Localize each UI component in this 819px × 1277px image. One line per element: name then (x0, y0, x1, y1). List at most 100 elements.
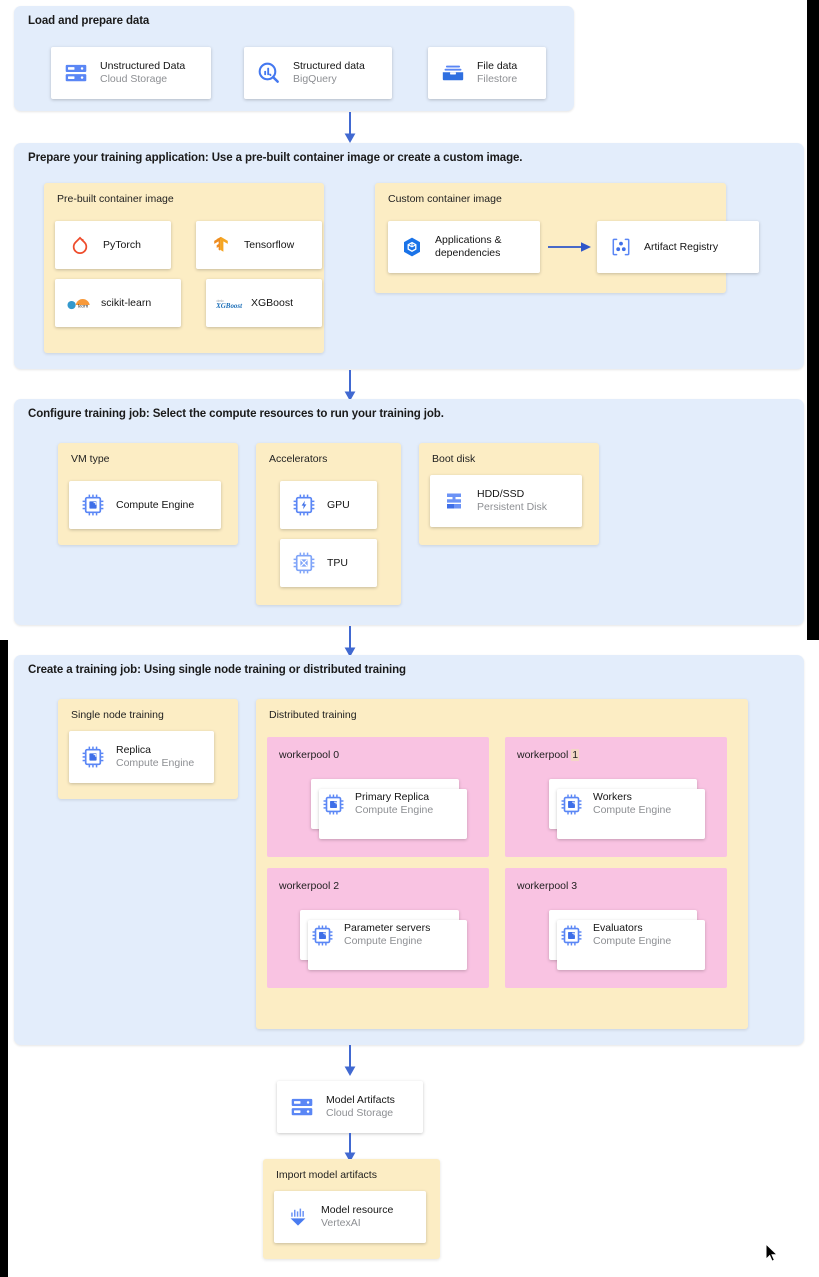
card-title: Applications & dependencies (435, 234, 502, 259)
stage-prepare-training-application: Prepare your training application: Use a… (14, 143, 804, 369)
flow-arrow-5 (340, 1133, 360, 1168)
card-title: Compute Engine (116, 499, 195, 511)
group-distributed-training: Distributed training workerpool 0 (256, 699, 748, 1029)
cpu-chip-icon (81, 493, 105, 517)
card-subtitle: Compute Engine (116, 757, 195, 769)
card-subtitle: Compute Engine (344, 935, 423, 947)
card-subtitle: Compute Engine (355, 804, 434, 816)
group-boot-disk: Boot disk HDD/SSD Persistent Disk (419, 443, 599, 545)
card-title: Artifact Registry (644, 241, 719, 253)
group-title: Boot disk (432, 453, 476, 465)
page-gutter-left (0, 640, 8, 1277)
cpu-chip-icon (311, 924, 334, 947)
card-artifact-registry[interactable]: Artifact Registry (597, 221, 759, 273)
card-subtitle: Compute Engine (593, 935, 672, 947)
svg-text:XGBoost: XGBoost (215, 302, 243, 310)
filestore-icon (440, 60, 466, 86)
card-title: XGBoost (251, 297, 294, 309)
stage-title: Prepare your training application: Use a… (28, 152, 523, 164)
card-subtitle: Compute Engine (593, 804, 672, 816)
pool-workerpool-0: workerpool 0 (267, 737, 489, 857)
group-single-node-training: Single node training Replica Comp (58, 699, 238, 799)
app-dependencies-icon (400, 235, 424, 259)
pool-label: workerpool 0 (279, 749, 340, 761)
cpu-chip-icon (560, 793, 583, 816)
pool-title: workerpool 0 (279, 749, 339, 761)
cloud-storage-icon (289, 1094, 315, 1120)
stage-title: Load and prepare data (28, 15, 150, 27)
group-custom-container-image: Custom container image Applications & de… (375, 183, 759, 293)
flow-arrow-4 (340, 1045, 360, 1082)
card-xgboost[interactable]: dmlc XGBoost XGBoost (206, 279, 322, 327)
pool-label: workerpool (517, 749, 572, 761)
bigquery-icon (256, 60, 282, 86)
flow-arrow-2 (340, 370, 360, 407)
group-title: Import model artifacts (276, 1169, 377, 1181)
card-title: GPU (327, 499, 350, 511)
card-primary-replica[interactable]: Primary Replica Compute Engine (311, 779, 467, 839)
xgboost-icon: dmlc XGBoost (214, 293, 244, 313)
card-tpu[interactable]: TPU (280, 539, 377, 587)
card-hdd-ssd[interactable]: HDD/SSD Persistent Disk (430, 475, 582, 527)
card-title: TPU (327, 557, 348, 569)
card-scikit-learn[interactable]: learn scikit-learn (55, 279, 181, 327)
group-title: Pre-built container image (57, 193, 174, 205)
cloud-storage-icon (63, 60, 89, 86)
card-unstructured-data[interactable]: Unstructured Data Cloud Storage (51, 47, 211, 99)
card-subtitle: Cloud Storage (100, 73, 168, 85)
card-subtitle: BigQuery (293, 73, 337, 85)
card-subtitle: VertexAI (321, 1217, 361, 1229)
group-import-model-artifacts: Import model artifacts Model resource Ve… (263, 1159, 440, 1259)
card-title: HDD/SSD (477, 488, 525, 500)
card-title: Tensorflow (244, 239, 295, 251)
scikit-learn-icon: learn (65, 293, 93, 313)
group-title: Single node training (71, 709, 164, 721)
card-workers[interactable]: Workers Compute Engine (549, 779, 705, 839)
stage-load-and-prepare-data: Load and prepare data Unstructured Data … (14, 6, 574, 111)
card-title: Workers (593, 791, 632, 803)
card-pytorch[interactable]: PyTorch (55, 221, 171, 269)
card-structured-data[interactable]: Structured data BigQuery (244, 47, 392, 99)
pool-label-selection: 1 (571, 749, 580, 761)
card-applications-and-dependencies[interactable]: Applications & dependencies (388, 221, 540, 273)
pool-workerpool-3: workerpool 3 (505, 868, 727, 988)
tpu-chip-icon (292, 551, 316, 575)
artifact-registry-icon (609, 235, 633, 259)
cpu-chip-icon (81, 745, 105, 769)
svg-text:dmlc: dmlc (217, 299, 225, 303)
card-parameter-servers[interactable]: Parameter servers Compute Engine (300, 910, 467, 970)
card-title: Unstructured Data (100, 60, 186, 72)
flow-arrow-3 (340, 626, 360, 663)
mouse-cursor-icon (765, 1242, 779, 1268)
card-compute-engine[interactable]: Compute Engine (69, 481, 221, 529)
pool-title: workerpool 1 (517, 749, 580, 761)
stage-create-training-job: Create a training job: Using single node… (14, 655, 804, 1045)
card-subtitle: Filestore (477, 73, 518, 85)
card-file-data[interactable]: File data Filestore (428, 47, 546, 99)
gpu-chip-icon (292, 493, 316, 517)
card-gpu[interactable]: GPU (280, 481, 377, 529)
group-title: Accelerators (269, 453, 328, 465)
group-accelerators: Accelerators GPU (256, 443, 401, 605)
group-title: Distributed training (269, 709, 357, 721)
group-title: VM type (71, 453, 110, 465)
card-title: Evaluators (593, 922, 643, 934)
card-tensorflow[interactable]: Tensorflow (196, 221, 322, 269)
card-model-artifacts[interactable]: Model Artifacts Cloud Storage (277, 1081, 423, 1133)
persistent-disk-icon (442, 489, 466, 513)
card-replica[interactable]: Replica Compute Engine (69, 731, 214, 783)
svg-text:learn: learn (78, 305, 89, 310)
pool-title: workerpool 3 (517, 880, 577, 892)
card-evaluators[interactable]: Evaluators Compute Engine (549, 910, 705, 970)
card-title: Replica (116, 744, 152, 756)
group-vm-type: VM type Compute Engine (58, 443, 238, 545)
card-title: scikit-learn (101, 297, 152, 309)
card-subtitle: Cloud Storage (326, 1107, 394, 1119)
pool-label: workerpool 2 (279, 880, 340, 892)
pool-title: workerpool 2 (279, 880, 339, 892)
cpu-chip-icon (322, 793, 345, 816)
card-title: Primary Replica (355, 791, 430, 803)
card-title: Model resource (321, 1204, 394, 1216)
card-model-resource[interactable]: Model resource VertexAI (274, 1191, 426, 1243)
tensorflow-icon (210, 234, 232, 256)
